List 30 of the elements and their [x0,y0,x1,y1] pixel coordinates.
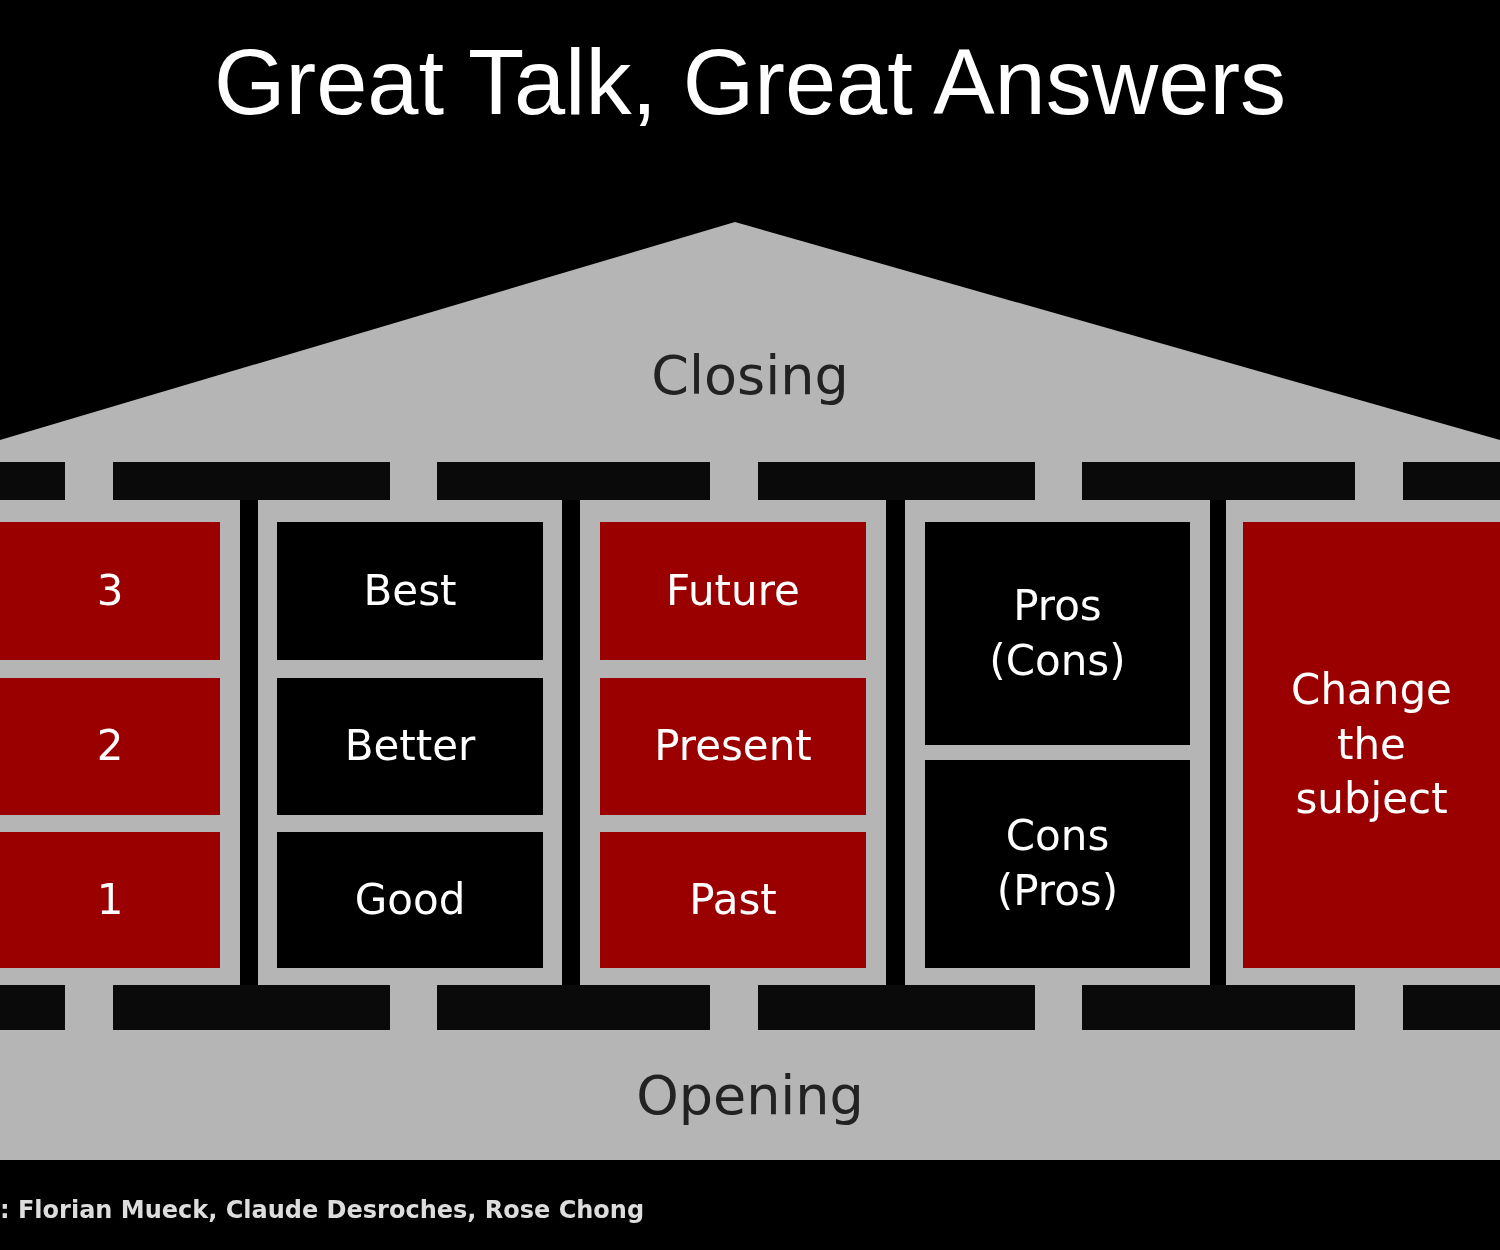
block-label: Past [689,873,777,926]
roof [0,222,1500,462]
block-label: Present [654,720,812,773]
pillar-block [600,832,866,968]
block-label: Better [344,720,476,773]
foundation-band [0,1030,1500,1160]
block-label: Change the subject [1290,664,1453,826]
block-label: Best [363,564,457,617]
block-label: 3 [96,564,124,617]
pillar-block [0,522,220,660]
pillar-block [277,522,543,660]
pillar-block [0,678,220,815]
pillar-block [600,522,866,660]
block-label: Cons (Pros) [995,810,1120,917]
source-caption: : Florian Mueck, Claude Desroches, Rose Chong [0,1196,645,1224]
pillar-block [600,678,866,815]
pillar-block [277,832,543,968]
block-label: Pros (Cons) [988,579,1127,687]
pillar-block [1243,522,1500,968]
pillar-block [925,522,1190,745]
pillar-block [925,760,1190,968]
roof-label: Closing [651,344,849,407]
foundation-label: Opening [636,1063,864,1127]
block-label: Future [666,564,800,617]
block-label: 1 [96,873,124,926]
pillar-block [277,678,543,815]
title: Great Talk, Great Answers [212,30,1288,135]
pillar-block [0,832,220,968]
block-label: 2 [96,720,124,773]
block-label: Good [354,873,466,926]
